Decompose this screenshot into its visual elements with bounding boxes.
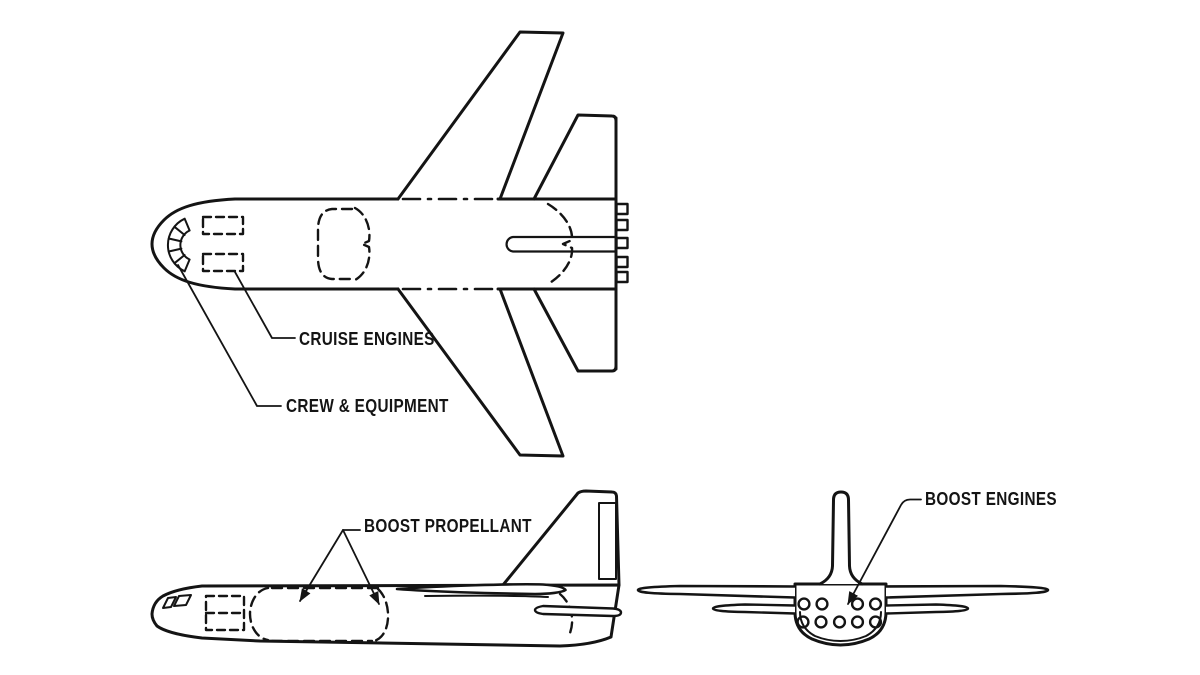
tank-plan-forward-dome — [353, 206, 371, 282]
wing-plan-upper — [396, 30, 565, 201]
rudder-side — [598, 502, 617, 580]
leader-boost-propellant — [299, 529, 380, 605]
side-view — [150, 489, 623, 648]
rear-view — [636, 490, 1050, 647]
cruise-engine-box-side — [204, 594, 246, 632]
tail-side — [533, 604, 623, 618]
boost-engine-nozzles — [796, 597, 883, 629]
tank-plan-forward — [316, 207, 354, 281]
wing-side-far — [424, 594, 549, 598]
cockpit-windows — [162, 594, 192, 609]
tail-rear-left — [711, 603, 797, 615]
wing-side — [395, 582, 567, 596]
leader-cruise-engines — [234, 271, 296, 339]
aft-nozzles-plan — [615, 202, 629, 284]
fuselage-side-outline — [150, 583, 621, 648]
crew-windscreen — [167, 217, 191, 273]
label-crew-equipment: CREW & EQUIPMENT — [286, 396, 449, 416]
cruise-engine-box-upper — [201, 215, 245, 236]
fin-rear — [818, 490, 864, 586]
fuselage-plan-outline — [150, 197, 400, 291]
fin-side — [501, 489, 621, 587]
fin-plan-slot — [505, 235, 618, 253]
label-cruise-engines: CRUISE ENGINES — [299, 329, 435, 349]
tail-rear-right — [884, 603, 970, 615]
leader-crew-equipment — [177, 264, 282, 407]
body-rear — [793, 582, 888, 647]
wing-rear-left — [636, 584, 797, 599]
cruise-engine-box-lower — [201, 252, 245, 273]
top-view — [150, 30, 629, 458]
leader-boost-engines — [847, 498, 922, 605]
body-rear-inner-line — [799, 611, 882, 642]
tank-side — [248, 586, 574, 643]
label-boost-propellant: BOOST PROPELLANT — [364, 516, 532, 536]
tank-plan-aft-dome — [546, 202, 574, 286]
tail-plan-lower — [532, 287, 618, 373]
label-boost-engines: BOOST ENGINES — [925, 489, 1057, 509]
tail-plan-upper — [532, 113, 618, 201]
wing-rear-right — [884, 584, 1050, 599]
wing-plan-lower — [396, 287, 565, 458]
